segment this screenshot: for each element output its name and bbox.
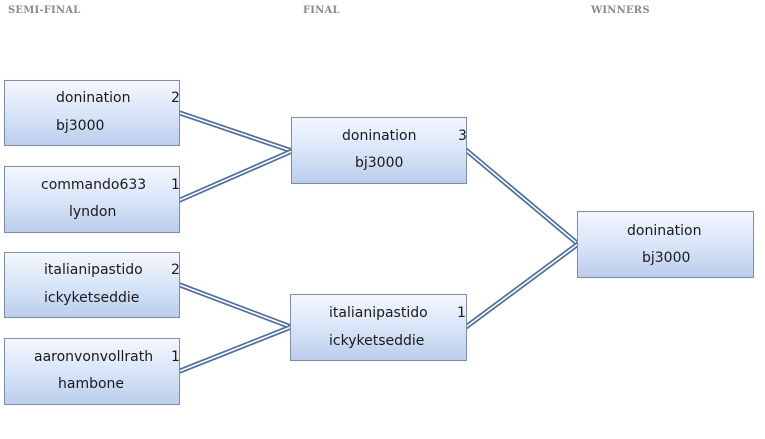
match-score: 2 bbox=[171, 262, 180, 278]
team-name: donination bbox=[56, 90, 131, 106]
connector-semi1-final1-inner bbox=[179, 112, 293, 152]
team-name: italianipastido bbox=[44, 262, 143, 278]
connector-semi2-final1-inner bbox=[179, 150, 293, 201]
team-name: hambone bbox=[58, 376, 125, 392]
team-name: bj3000 bbox=[355, 155, 404, 171]
team-name: italianipastido bbox=[329, 305, 428, 321]
winner-team-name: donination bbox=[627, 223, 702, 239]
match-score: 2 bbox=[171, 90, 180, 106]
connector-final1-winner-inner bbox=[465, 149, 579, 245]
round-label-winners: WINNERS bbox=[591, 5, 650, 16]
match-score: 1 bbox=[171, 177, 180, 193]
match-box-semi2: commando633 lyndon 1 bbox=[4, 166, 180, 233]
team-name: ickyketseddie bbox=[329, 333, 425, 349]
connector-semi4-final2-inner bbox=[179, 326, 292, 372]
team-name: commando633 bbox=[41, 177, 147, 193]
match-score: 1 bbox=[171, 349, 180, 365]
team-name: bj3000 bbox=[56, 118, 105, 134]
match-box-semi4: aaronvonvollrath hambone 1 bbox=[4, 338, 180, 405]
match-score: 3 bbox=[458, 128, 467, 144]
match-score: 1 bbox=[457, 305, 466, 321]
winner-box: donination bj3000 bbox=[577, 211, 754, 278]
team-name: ickyketseddie bbox=[44, 290, 140, 306]
team-name: donination bbox=[342, 128, 417, 144]
team-name: lyndon bbox=[69, 204, 117, 220]
connector-semi3-final2-inner bbox=[179, 284, 292, 328]
match-box-semi1: donination bj3000 2 bbox=[4, 80, 180, 146]
match-box-semi3: italianipastido ickyketseddie 2 bbox=[4, 252, 180, 318]
connector-final2-winner-inner bbox=[465, 243, 579, 328]
team-name: aaronvonvollrath bbox=[34, 349, 154, 365]
round-label-final: FINAL bbox=[303, 5, 340, 16]
winner-team-name: bj3000 bbox=[642, 250, 691, 266]
match-box-final1: donination bj3000 3 bbox=[291, 117, 467, 184]
round-label-semi-final: SEMI-FINAL bbox=[8, 5, 81, 16]
match-box-final2: italianipastido ickyketseddie 1 bbox=[290, 294, 467, 361]
